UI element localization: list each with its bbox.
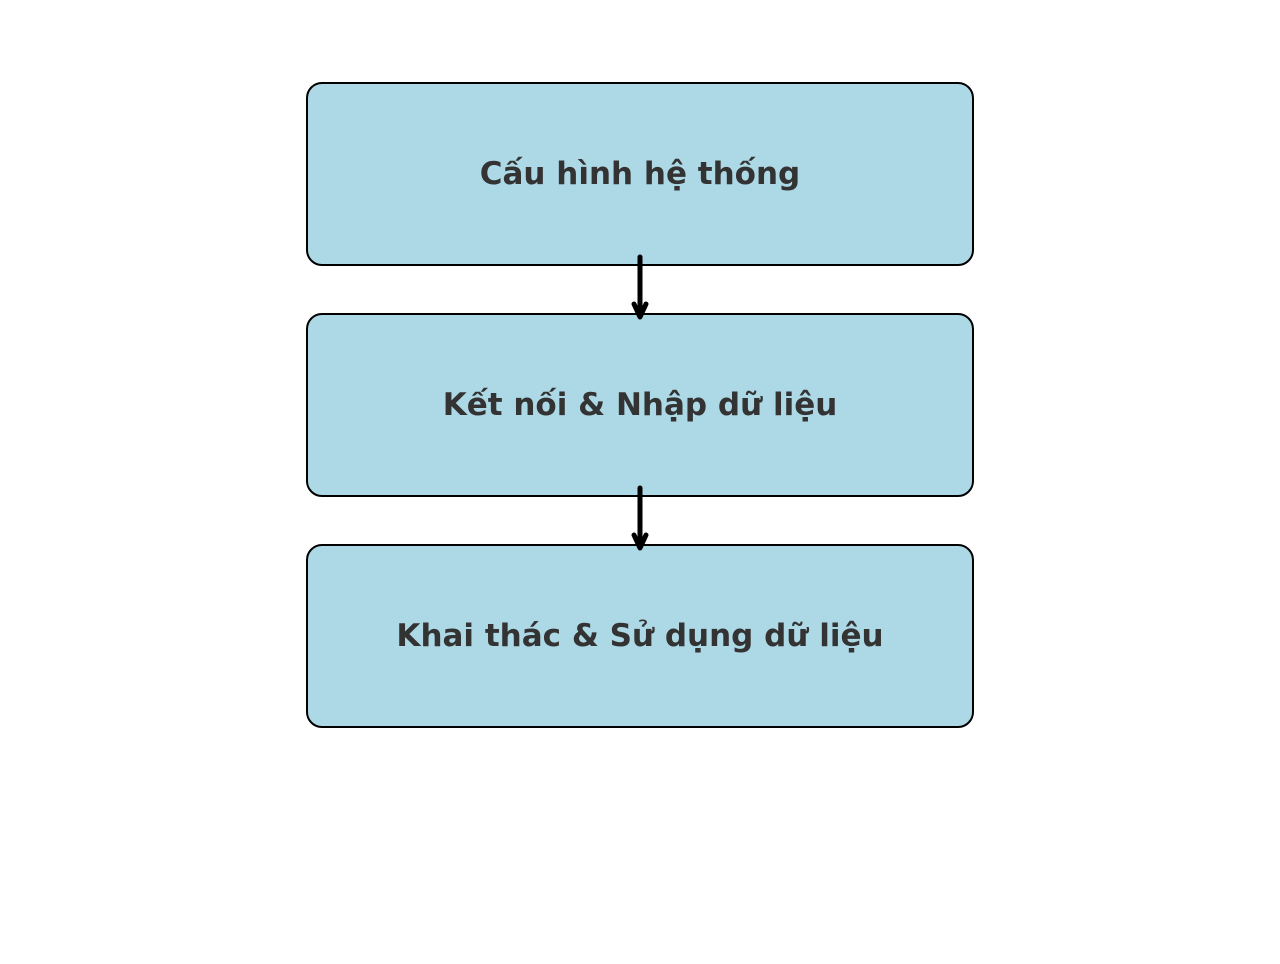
step-label: Khai thác & Sử dụng dữ liệu bbox=[396, 618, 884, 654]
arrow-step2-to-step3 bbox=[631, 485, 649, 551]
step-label: Cấu hình hệ thống bbox=[479, 156, 801, 192]
step-box-configure-system: Cấu hình hệ thống bbox=[306, 82, 974, 266]
step-label: Kết nối & Nhập dữ liệu bbox=[442, 387, 838, 423]
arrow-step1-to-step2 bbox=[631, 254, 649, 320]
step-box-exploit-use-data: Khai thác & Sử dụng dữ liệu bbox=[306, 544, 974, 728]
